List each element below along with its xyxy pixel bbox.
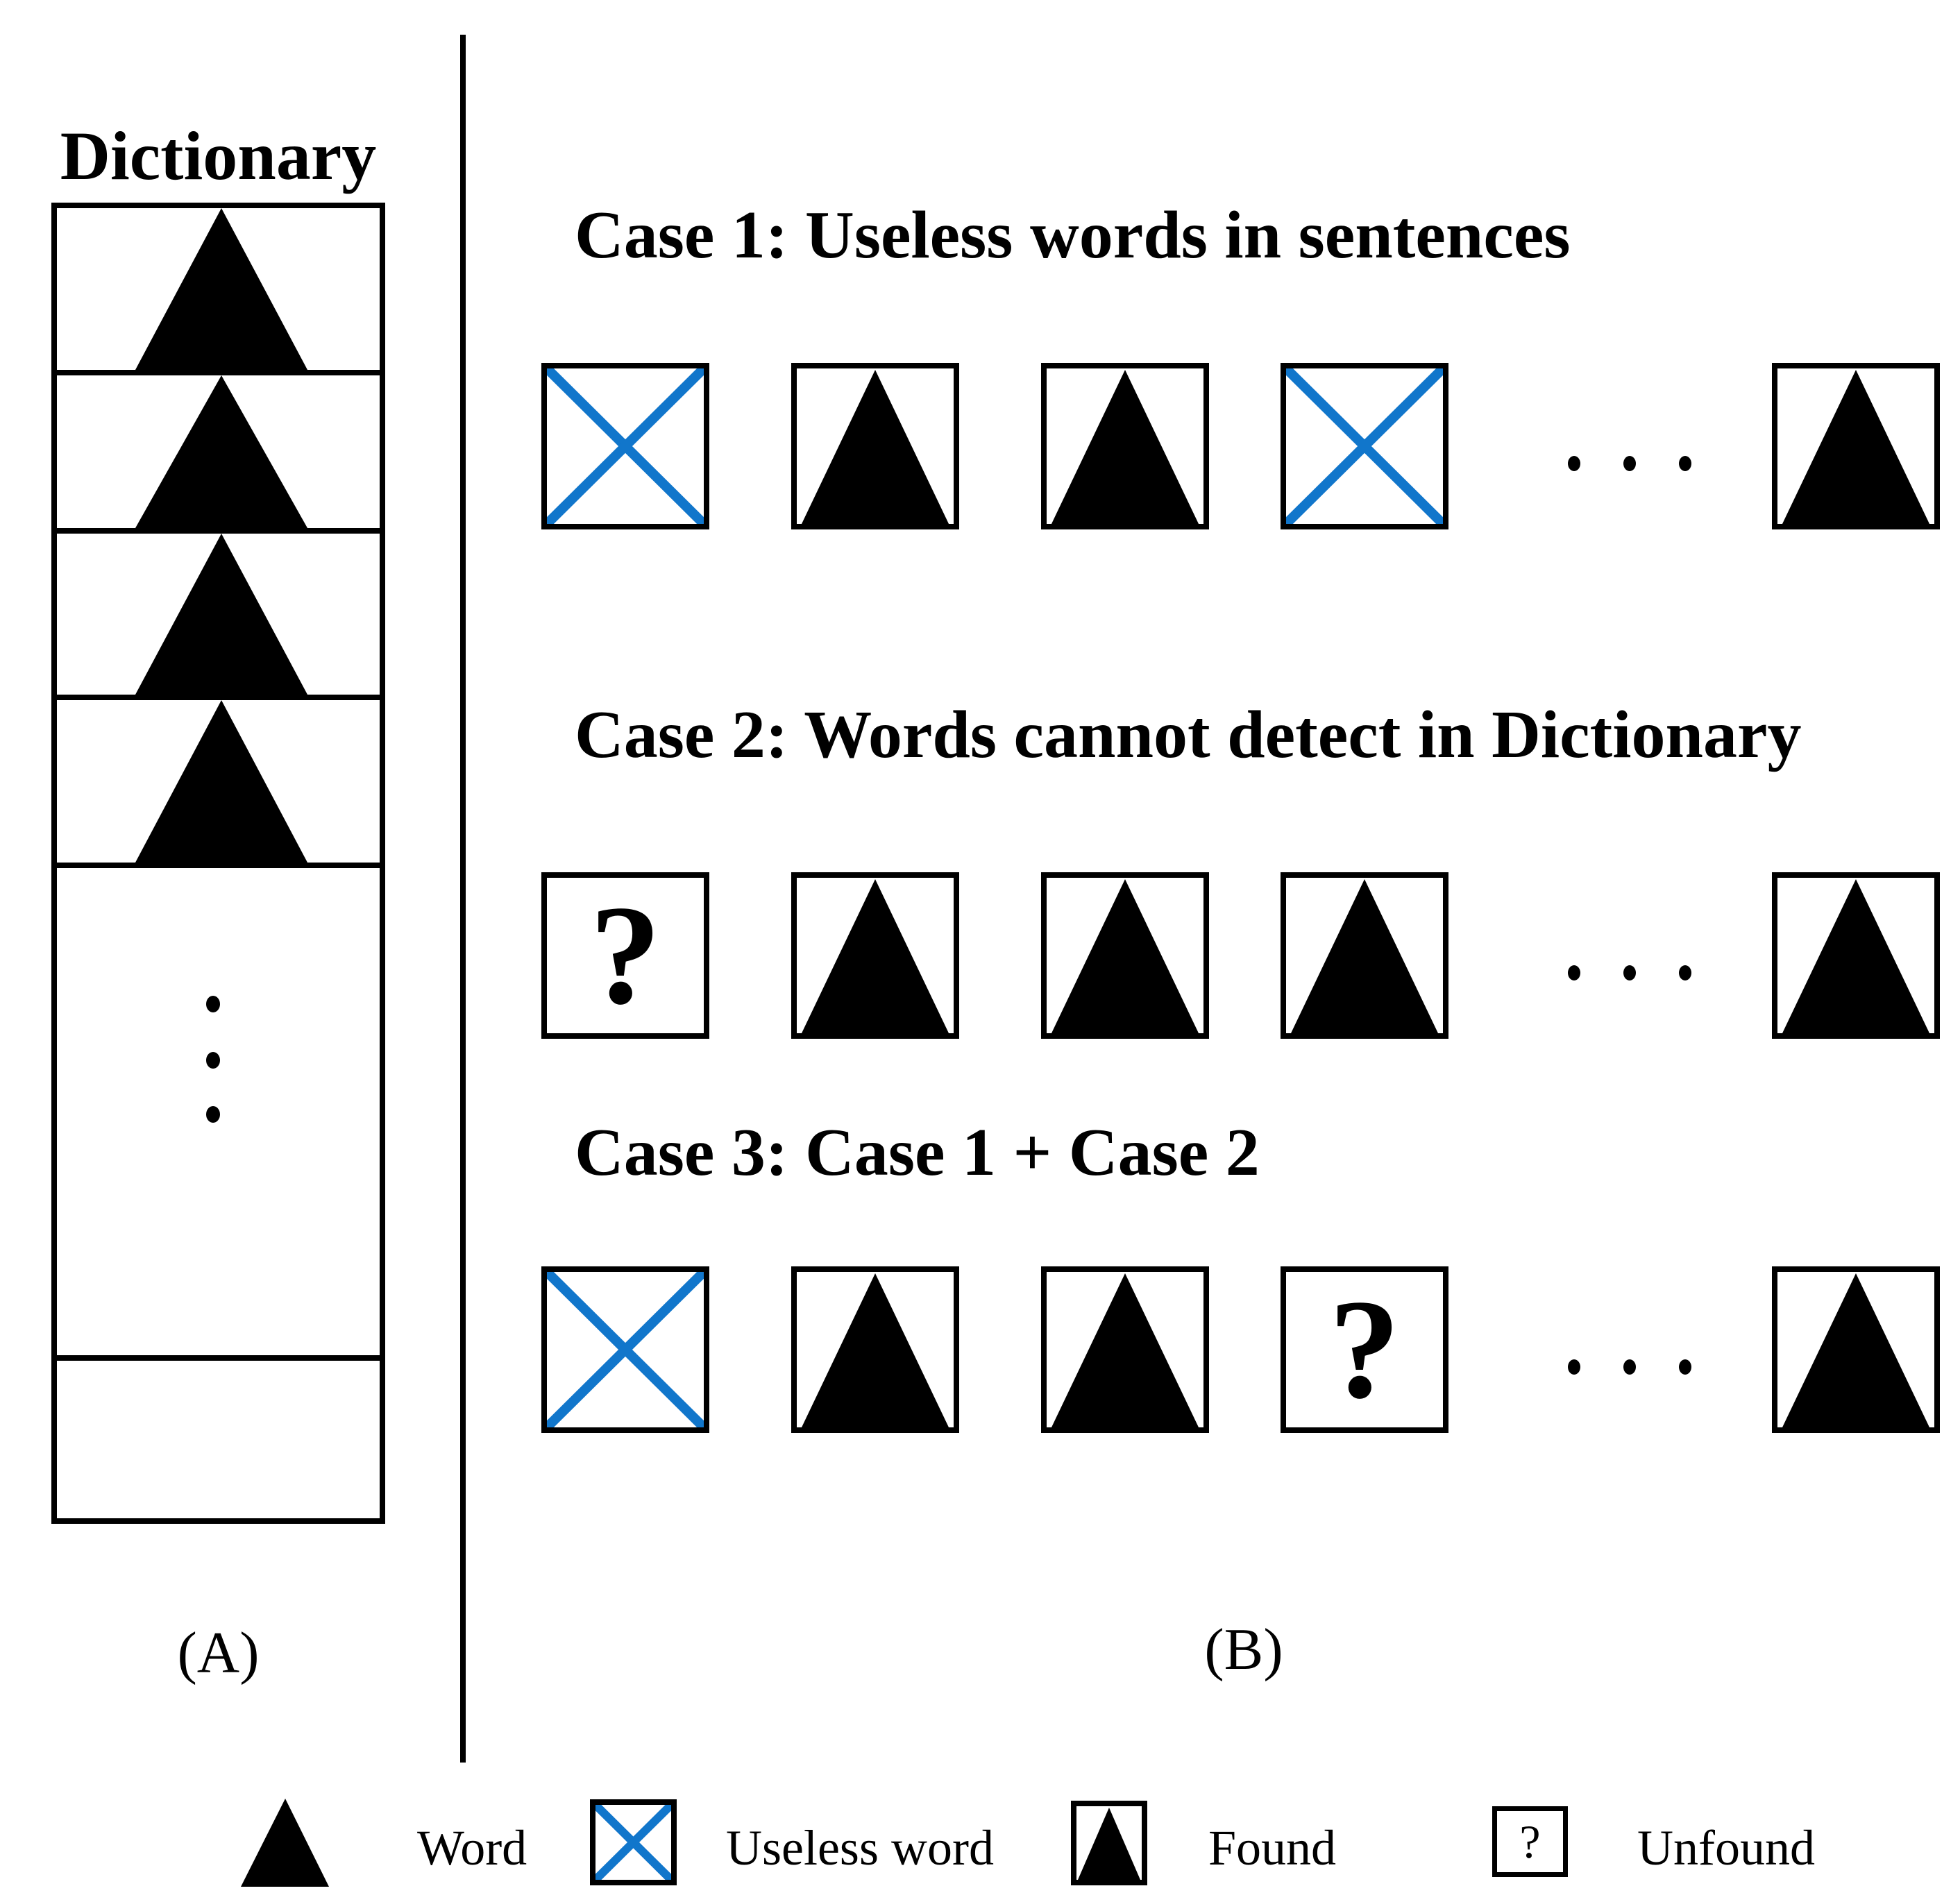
- useless-word-box: [541, 363, 709, 529]
- word-triangle-icon: [241, 1799, 329, 1887]
- word-triangle-icon: [135, 208, 307, 370]
- useless-cross-icon: [547, 368, 704, 524]
- dictionary-row-divider: [57, 528, 380, 534]
- dictionary-title: Dictionary: [60, 117, 377, 194]
- word-triangle-icon: [1051, 1273, 1199, 1427]
- ellipsis-dot: [206, 1052, 220, 1069]
- panel-a-label: (A): [177, 1620, 260, 1686]
- case-1-title: Case 1: Useless words in sentences: [575, 198, 1571, 273]
- ellipsis-dot: [1679, 965, 1691, 980]
- legend-found-label: Found: [1208, 1820, 1337, 1876]
- word-triangle-icon: [1782, 370, 1929, 524]
- found-word-box: [1772, 1266, 1940, 1433]
- ellipsis-dot: [1679, 1359, 1691, 1375]
- word-triangle-icon: [135, 375, 307, 528]
- ellipsis-dot: [1623, 1359, 1636, 1375]
- found-word-box: [1772, 363, 1940, 529]
- word-triangle-icon: [802, 1273, 949, 1427]
- ellipsis-dot: [1568, 965, 1580, 980]
- useless-word-box: [541, 1266, 709, 1433]
- ellipsis-dot: [1568, 456, 1580, 471]
- unfound-word-box: ?: [541, 872, 709, 1039]
- word-triangle-icon: [1291, 879, 1438, 1033]
- unfound-word-box: ?: [1281, 1266, 1448, 1433]
- panel-b-label: (B): [1204, 1617, 1283, 1682]
- ellipsis-dot: [1623, 965, 1636, 980]
- question-mark: ?: [589, 876, 661, 1034]
- found-word-box: [1041, 363, 1209, 529]
- dictionary-row-divider: [57, 1355, 380, 1361]
- found-word-box: [1041, 872, 1209, 1039]
- dictionary-row-divider: [57, 863, 380, 868]
- dictionary-box: [51, 203, 385, 1524]
- ellipsis-dot: [1623, 456, 1636, 471]
- useless-cross-icon: [547, 1272, 704, 1427]
- found-word-box: [791, 1266, 959, 1433]
- word-triangle-icon: [802, 879, 949, 1033]
- word-triangle-icon: [1051, 879, 1199, 1033]
- question-mark: ?: [1328, 1271, 1401, 1428]
- useless-cross-icon: [590, 1799, 677, 1885]
- case-2-title: Case 2: Words cannot detect in Dictionar…: [575, 697, 1802, 772]
- dictionary-row-divider: [57, 695, 380, 700]
- unfound-question-icon: ?: [1492, 1806, 1568, 1877]
- word-triangle-icon: [1782, 1273, 1929, 1427]
- ellipsis-dot: [206, 996, 220, 1012]
- found-word-box: [1281, 872, 1448, 1039]
- legend-word-label: Word: [417, 1820, 527, 1876]
- found-word-box: [791, 363, 959, 529]
- panel-divider-line: [460, 35, 466, 1763]
- found-word-box: [791, 872, 959, 1039]
- legend-unfound-label: Unfound: [1637, 1820, 1815, 1876]
- found-word-box: [1772, 872, 1940, 1039]
- dictionary-entries: [57, 208, 380, 1518]
- useless-word-box: [1281, 363, 1448, 529]
- word-triangle-icon: [135, 700, 307, 863]
- legend-question-mark: ?: [1519, 1815, 1541, 1868]
- found-triangle-icon: [1071, 1801, 1147, 1885]
- found-word-box: [1041, 1266, 1209, 1433]
- case-3-title: Case 3: Case 1 + Case 2: [575, 1115, 1260, 1190]
- word-triangle-icon: [135, 534, 307, 695]
- legend-useless-word-label: Useless word: [726, 1820, 994, 1876]
- useless-cross-icon: [1286, 368, 1443, 524]
- ellipsis-dot: [1568, 1359, 1580, 1375]
- word-triangle-icon: [1051, 370, 1199, 524]
- dictionary-row-divider: [57, 370, 380, 375]
- word-triangle-icon: [1782, 879, 1929, 1033]
- word-triangle-icon: [802, 370, 949, 524]
- ellipsis-dot: [206, 1106, 220, 1123]
- ellipsis-dot: [1679, 456, 1691, 471]
